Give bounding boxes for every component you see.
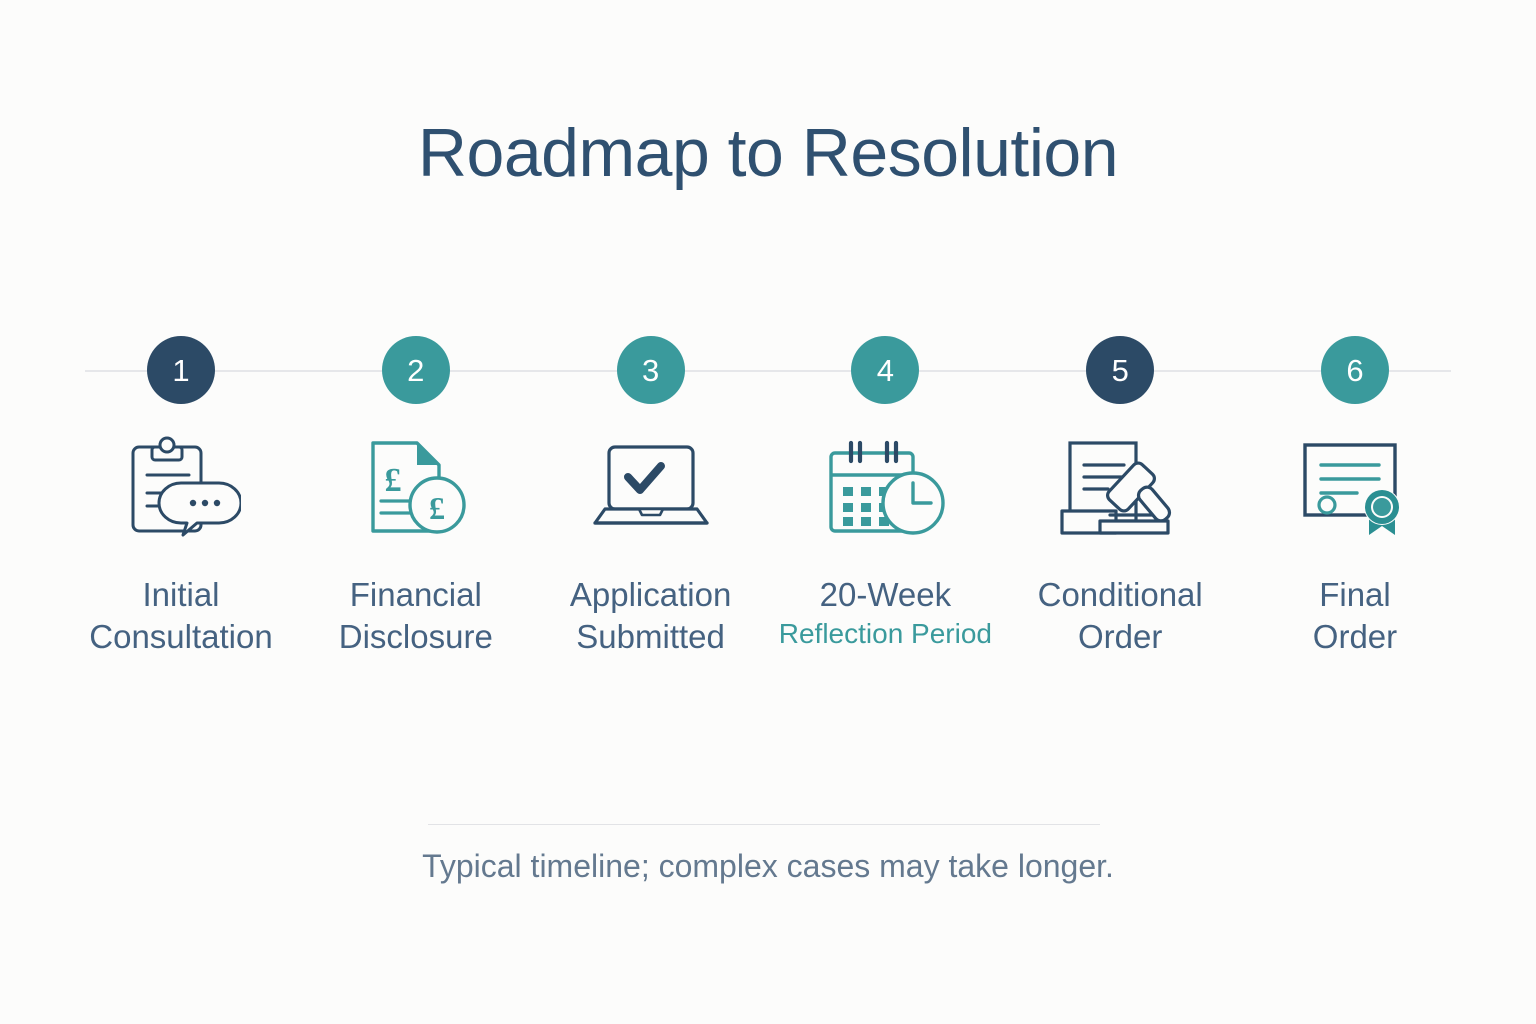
document-gavel-icon xyxy=(1040,432,1200,542)
step-label-5-line2: Order xyxy=(1078,618,1163,656)
step-number-badge-1[interactable]: 1 xyxy=(147,336,215,404)
step-label-2-line2: Disclosure xyxy=(338,618,493,656)
step-number-badge-3[interactable]: 3 xyxy=(616,336,685,404)
certificate-seal-icon xyxy=(1275,432,1435,542)
step-label-3: Application Submitted xyxy=(570,574,731,658)
laptop-check-icon xyxy=(571,432,731,542)
page-title: Roadmap to Resolution xyxy=(417,115,1119,191)
step-number-badge-5[interactable]: 5 xyxy=(1086,336,1155,404)
step-label-5: Conditional Order xyxy=(1038,574,1203,658)
footer-divider xyxy=(428,824,1100,825)
step-label-4-line2: Reflection Period xyxy=(778,618,992,650)
step-label-5-line1: Conditional xyxy=(1037,576,1203,613)
step-number-1: 1 xyxy=(172,352,190,388)
svg-text:£: £ xyxy=(384,462,401,499)
timeline-step-4[interactable]: 4 xyxy=(768,336,1002,652)
step-label-6-line1: Final xyxy=(1319,576,1391,613)
timeline-step-1[interactable]: 1 Initial Consultation xyxy=(64,336,298,658)
document-pound-coin-icon: £ £ xyxy=(336,432,496,542)
step-number-badge-4[interactable]: 4 xyxy=(851,336,920,404)
step-number-2: 2 xyxy=(407,352,425,388)
step-number-3: 3 xyxy=(641,352,660,388)
timeline-connector-line xyxy=(85,370,1451,372)
step-label-2: Financial Disclosure xyxy=(339,574,493,658)
step-label-1: Initial Consultation xyxy=(89,574,272,658)
step-number-4: 4 xyxy=(876,352,895,388)
step-label-6-line2: Order xyxy=(1312,618,1398,656)
timeline-step-3[interactable]: 3 Application Submitted xyxy=(534,336,768,658)
step-label-3-line2: Submitted xyxy=(576,618,725,656)
timeline-step-5[interactable]: 5 Conditional Order xyxy=(1003,336,1237,658)
timeline-step-2[interactable]: 2 £ £ Financial Disclosure xyxy=(299,336,533,658)
step-label-1-line1: Initial xyxy=(142,576,220,613)
timeline-step-6[interactable]: 6 Final Order xyxy=(1238,336,1472,658)
svg-text:£: £ xyxy=(429,490,445,526)
clipboard-chat-icon xyxy=(101,432,261,542)
step-label-2-line1: Financial xyxy=(349,576,482,613)
step-label-6: Final Order xyxy=(1313,574,1397,658)
step-number-badge-6[interactable]: 6 xyxy=(1320,336,1389,404)
step-number-6: 6 xyxy=(1346,352,1364,388)
calendar-clock-icon xyxy=(805,432,965,542)
step-number-badge-2[interactable]: 2 xyxy=(381,336,450,404)
footer-note: Typical timeline; complex cases may take… xyxy=(422,848,1114,884)
step-label-3-line1: Application xyxy=(569,576,732,613)
step-label-4-line1: 20-Week xyxy=(819,576,952,613)
timeline-steps: 1 Initial Consultation xyxy=(64,336,1472,658)
step-number-5: 5 xyxy=(1111,352,1129,388)
step-label-1-line2: Consultation xyxy=(89,618,273,656)
step-label-4: 20-Week Reflection Period xyxy=(779,574,992,652)
